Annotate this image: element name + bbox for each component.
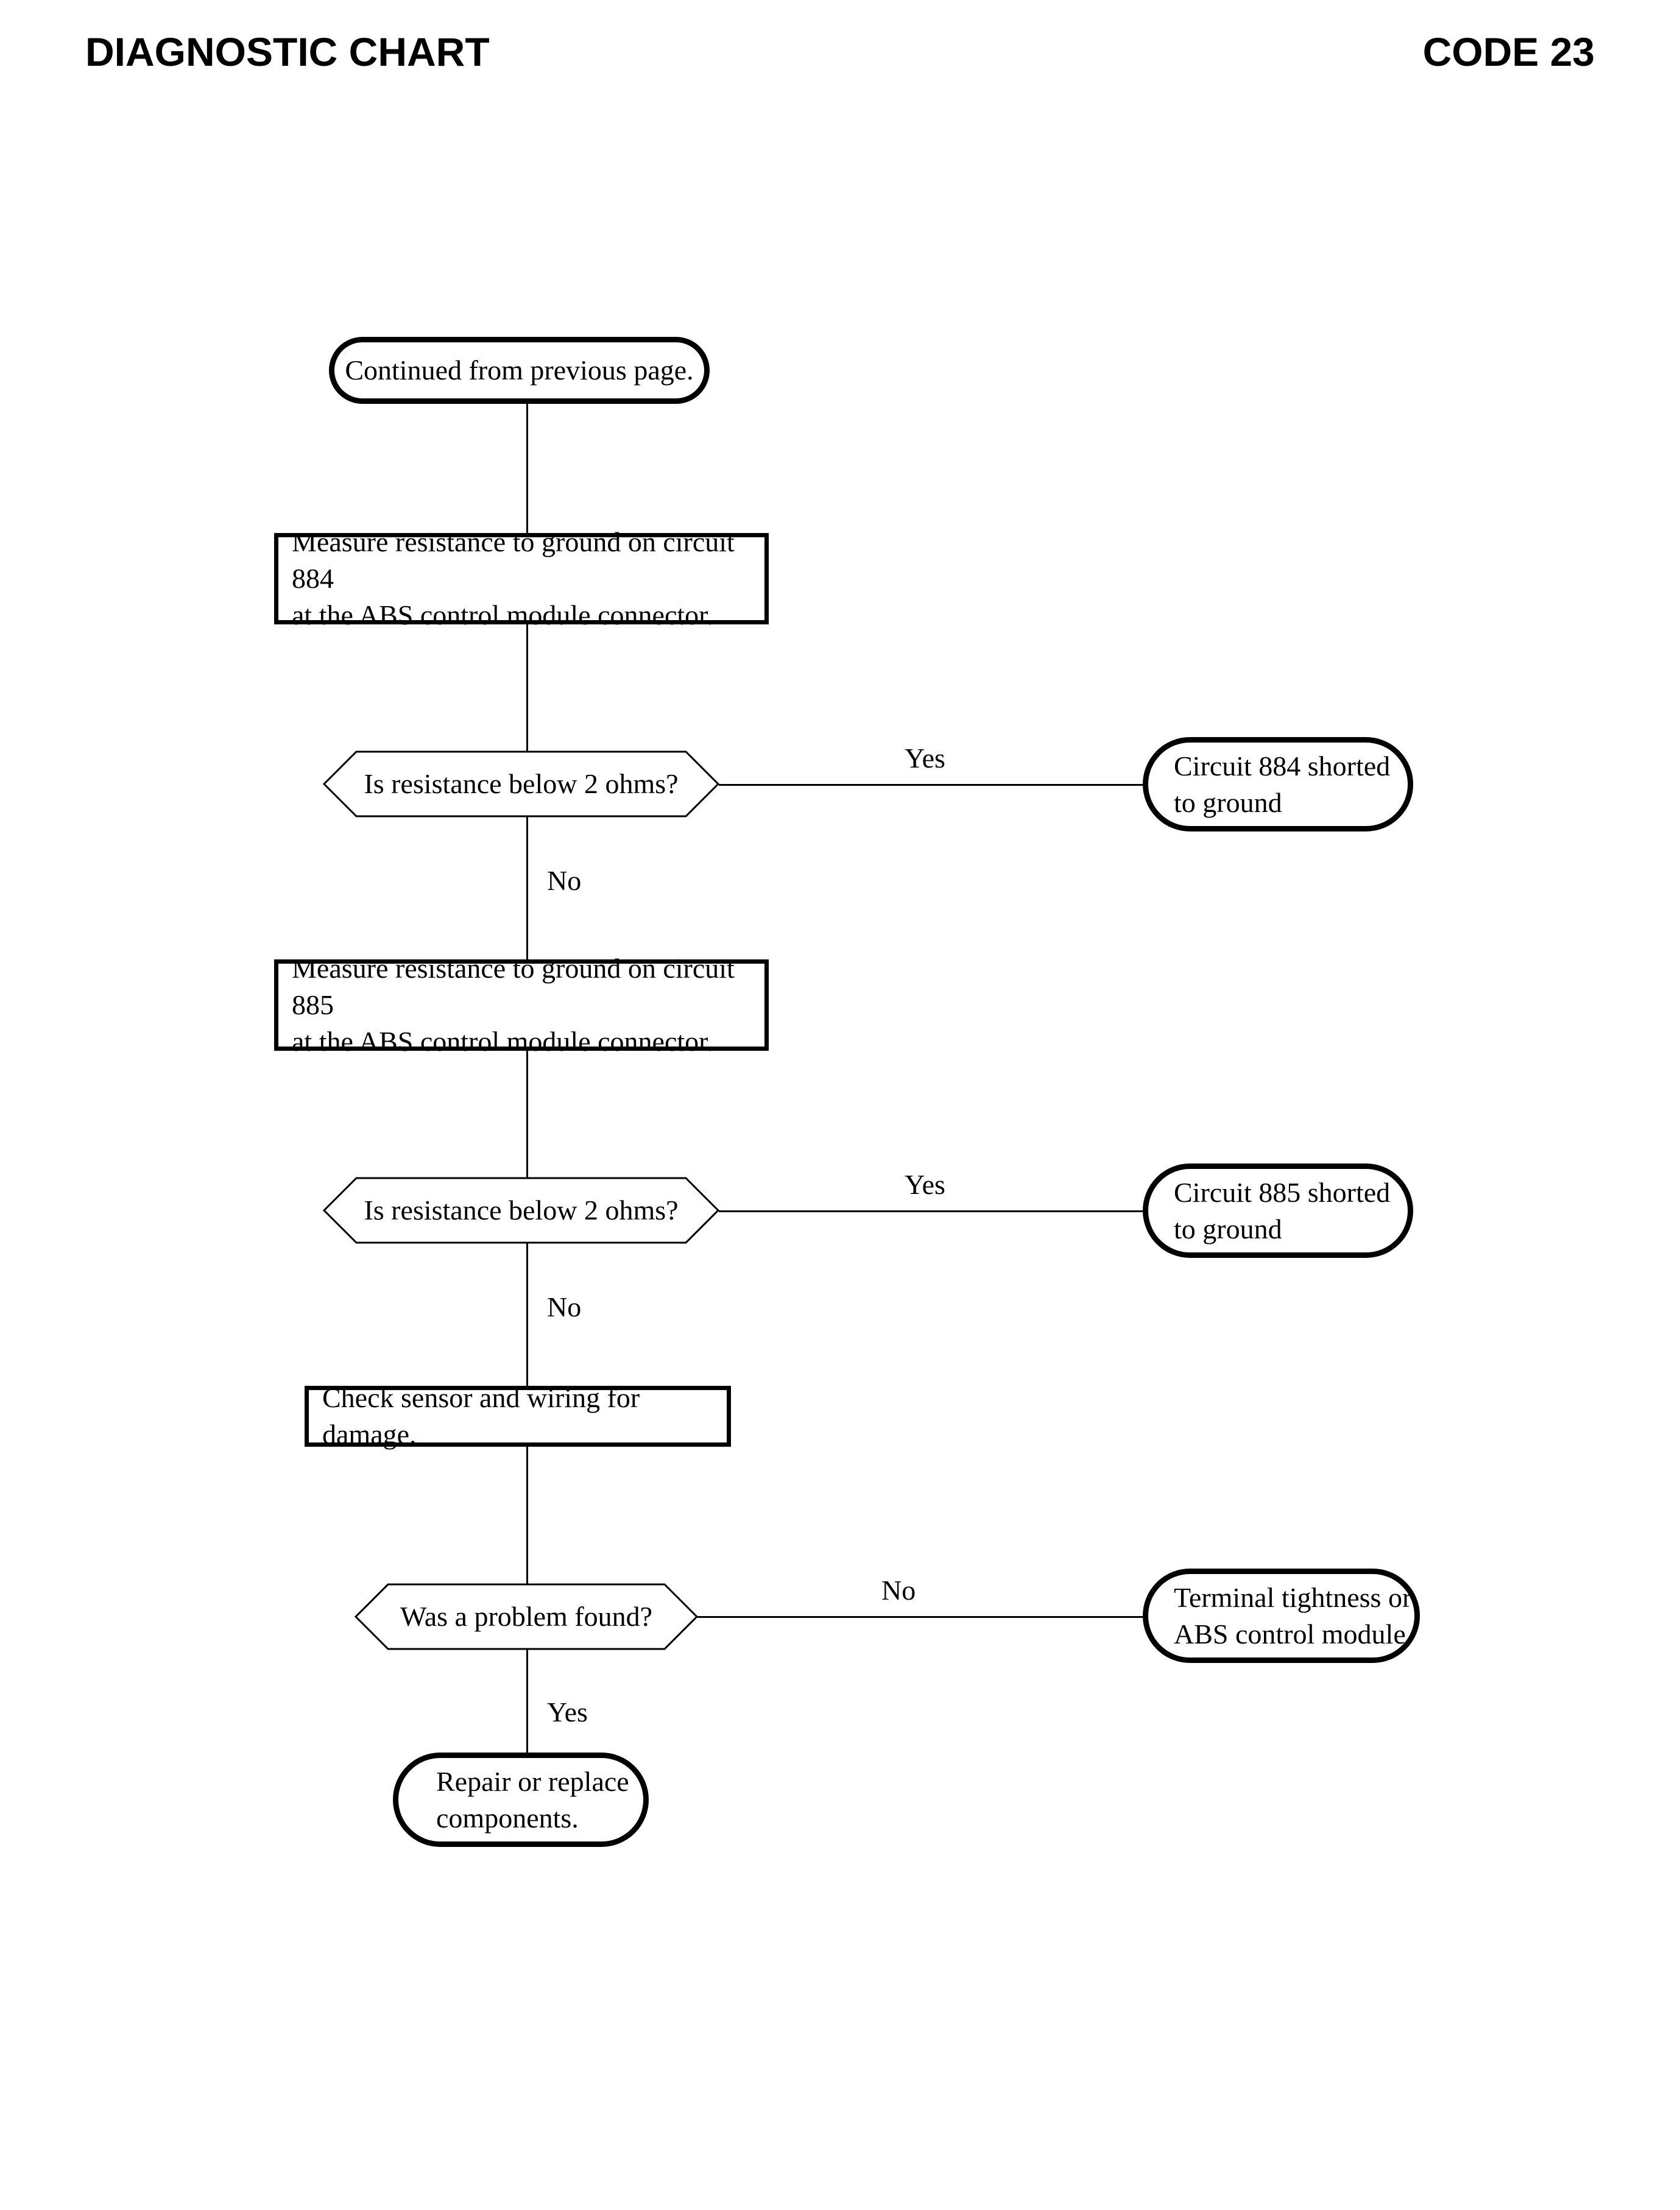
terminal-line-1: Circuit 885 shorted <box>1174 1176 1391 1208</box>
terminal-circuit-885-shorted-to-ground[interactable]: Circuit 885 shorted to ground <box>1143 1163 1413 1258</box>
connector-decision2-no <box>526 1243 528 1386</box>
terminal-line-1: Circuit 884 shorted <box>1174 750 1391 782</box>
branch-label-decision3-no: No <box>881 1575 916 1606</box>
decision-is-resistance-below-2-ohms-884[interactable]: Is resistance below 2 ohms? <box>322 750 720 817</box>
page-title: DIAGNOSTIC CHART <box>85 29 490 74</box>
process-check-sensor-and-wiring[interactable]: Check sensor and wiring for damage. <box>305 1382 731 1450</box>
process-line-1: Measure resistance to ground on circuit … <box>292 526 735 595</box>
connector-decision3-no <box>697 1616 1145 1618</box>
process-measure-circuit-884[interactable]: Measure resistance to ground on circuit … <box>274 526 769 630</box>
terminal-circuit-884-shorted-to-ground[interactable]: Circuit 884 shorted to ground <box>1143 737 1413 831</box>
branch-label-decision1-yes: Yes <box>905 743 945 774</box>
terminal-continued-from-previous-page[interactable]: Continued from previous page. <box>329 337 710 404</box>
hexagon-shape <box>354 1583 699 1650</box>
terminal-terminal-tightness-or-abs-control-module[interactable]: Terminal tightness or ABS control module… <box>1143 1569 1420 1663</box>
branch-label-decision3-yes: Yes <box>547 1696 588 1728</box>
terminal-text: Continued from previous page. <box>345 355 694 386</box>
terminal-line-2: to ground <box>1174 1213 1282 1244</box>
decision-text: Is resistance below 2 ohms? <box>364 768 679 800</box>
connector-decision2-yes <box>719 1210 1145 1212</box>
decision-text: Was a problem found? <box>400 1601 652 1633</box>
decision-is-resistance-below-2-ohms-885[interactable]: Is resistance below 2 ohms? <box>322 1177 720 1244</box>
decision-text: Is resistance below 2 ohms? <box>364 1195 679 1226</box>
terminal-line-2: ABS control module. <box>1174 1618 1413 1650</box>
connector-start-to-step1 <box>526 402 528 533</box>
process-measure-circuit-885[interactable]: Measure resistance to ground on circuit … <box>274 953 769 1057</box>
terminal-line-1: Terminal tightness or <box>1174 1581 1412 1613</box>
decision-was-a-problem-found[interactable]: Was a problem found? <box>354 1583 699 1650</box>
process-line-2: at the ABS control module connector. <box>292 1025 714 1057</box>
process-line-2: at the ABS control module connector. <box>292 599 714 630</box>
process-line-1: Check sensor and wiring for damage. <box>322 1382 640 1450</box>
hexagon-shape <box>322 1177 720 1244</box>
branch-label-decision2-yes: Yes <box>905 1169 945 1200</box>
connector-decision1-no <box>526 816 528 959</box>
terminal-line-1: Repair or replace <box>436 1765 629 1797</box>
branch-label-decision1-no: No <box>547 865 582 896</box>
connector-decision1-yes <box>719 784 1145 786</box>
connector-step2-to-decision2 <box>526 1051 528 1179</box>
branch-label-decision2-no: No <box>547 1291 582 1322</box>
process-line-1: Measure resistance to ground on circuit … <box>292 953 735 1021</box>
connector-step3-to-decision3 <box>526 1447 528 1605</box>
code-label: CODE 23 <box>1422 29 1595 74</box>
terminal-line-2: components. <box>436 1802 579 1834</box>
connector-decision3-yes <box>526 1648 528 1755</box>
terminal-repair-or-replace-components[interactable]: Repair or replace components. <box>393 1753 649 1847</box>
hexagon-shape <box>322 750 720 817</box>
connector-step1-to-decision1 <box>526 624 528 752</box>
terminal-line-2: to ground <box>1174 786 1282 818</box>
